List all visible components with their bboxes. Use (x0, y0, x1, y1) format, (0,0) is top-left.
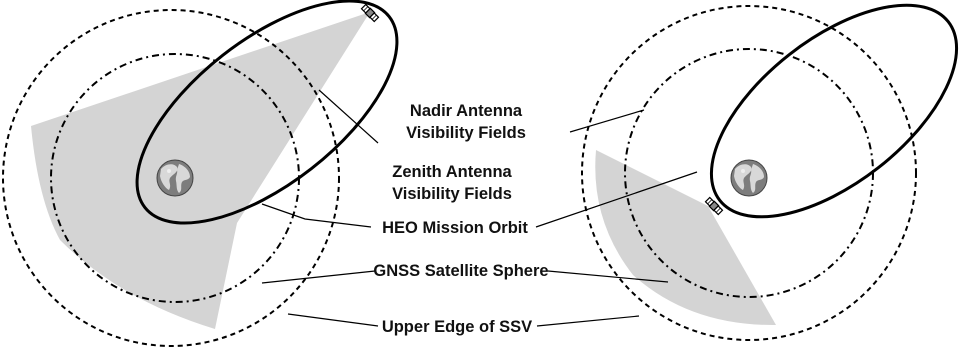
zenith-label-line1: Zenith Antenna (392, 163, 512, 181)
left-scene (2, 0, 399, 347)
orbit-label: HEO Mission Orbit (382, 219, 528, 237)
zenith-visibility-field (595, 150, 776, 326)
gnss-leader-line-right (547, 270, 669, 283)
leader-lines (261, 89, 698, 327)
left-heo-orbit (135, 0, 399, 225)
ssv-leader-line-left (287, 313, 379, 327)
ssv-leader-line-right (536, 315, 640, 327)
nadir-leader-line (318, 89, 379, 144)
nadir-label-line1: Nadir Antenna (410, 102, 523, 120)
right-heo-orbit (709, 3, 959, 219)
nadir-visibility-field (31, 12, 370, 329)
nadir-label-line2: Visibility Fields (406, 124, 526, 142)
right-earth-icon (730, 159, 768, 197)
labels: Nadir Antenna Visibility Fields Zenith A… (373, 102, 548, 336)
zenith-label-line2: Visibility Fields (392, 185, 512, 203)
gnss-leader-line-left (261, 270, 376, 284)
orbit-leader-line-right (535, 171, 698, 228)
left-earth-icon (156, 159, 194, 197)
orbit-leader-line-left (261, 203, 372, 228)
zenith-leader-line (569, 109, 645, 133)
right-upper-edge-of-ssv-circle (581, 5, 917, 341)
right-scene (581, 3, 959, 341)
ssv-label: Upper Edge of SSV (382, 318, 532, 336)
left-upper-edge-of-ssv-circle (2, 9, 340, 347)
gnss-label: GNSS Satellite Sphere (373, 262, 548, 280)
